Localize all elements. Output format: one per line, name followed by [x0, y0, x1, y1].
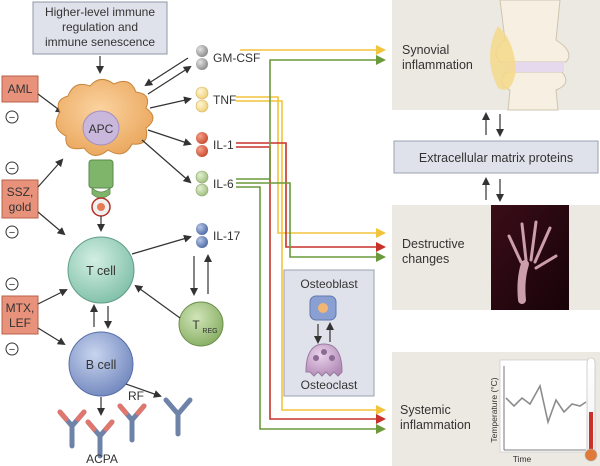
immune-regulation-box: Higher-level immune regulation and immun… — [32, 1, 168, 55]
ecm-updown-arrows-top — [482, 112, 504, 137]
inhibit-icon-mtx-tcell: − — [9, 279, 15, 291]
ecm-updown-arrows-bottom — [482, 177, 504, 202]
treg-label-main: T — [192, 318, 200, 332]
destructive-label-line1: Destructive — [402, 237, 465, 251]
knee-joint-illustration — [490, 0, 570, 111]
ecm-label: Extracellular matrix proteins — [419, 151, 573, 165]
tcell-bcell-arrows — [90, 304, 112, 329]
inhibit-icon-mtx-bcell: − — [9, 344, 15, 356]
antibody-icon — [117, 403, 147, 443]
temp-ylabel: Temperature (°C) — [489, 377, 499, 442]
systemic-label-line1: Systemic — [400, 403, 451, 417]
rf-label: RF — [128, 389, 144, 403]
ecm-box: Extracellular matrix proteins — [393, 140, 599, 174]
inhibit-icon-aml: − — [9, 112, 15, 124]
cytokine-il17: IL-17 — [196, 223, 241, 248]
antibodies: RF ACPA — [57, 383, 193, 466]
temperature-chart: Temperature (°C) Time — [489, 359, 593, 464]
destructive-label-line2: changes — [402, 252, 449, 266]
cytokine-il17-label: IL-17 — [213, 229, 241, 243]
antibody-icon — [57, 409, 87, 449]
drug-mtx-label-line2: LEF — [9, 316, 31, 330]
inhibit-icon-ssz-apc: − — [9, 163, 15, 175]
antibody-icon — [163, 397, 193, 437]
tcell-il17-arrows — [131, 234, 212, 296]
drug-mtx-lef: MTX, LEF — [1, 295, 39, 335]
thermometer-icon — [584, 357, 598, 462]
apc-cytokine-arrows — [141, 57, 192, 184]
osteoclast-cell — [305, 343, 343, 377]
treg-to-tcell-arrow — [134, 284, 181, 319]
b-cell-label: B cell — [86, 358, 117, 372]
cytokine-il6-label: IL-6 — [213, 177, 234, 191]
tcr-mhc-synapse — [88, 159, 114, 232]
cytokine-il1: IL-1 — [196, 132, 234, 157]
inhibit-icon-ssz-tcell: − — [9, 227, 15, 239]
antibody-icon — [85, 419, 115, 459]
drug-ssz-label-line2: gold — [9, 200, 32, 214]
cytokine-il1-label: IL-1 — [213, 138, 234, 152]
systemic-label-line2: inflammation — [400, 418, 471, 432]
treg-cell: T REG — [178, 301, 224, 347]
top-box-line3: immune senescence — [45, 35, 155, 49]
cytokine-tnf: TNF — [195, 86, 236, 113]
top-box-line2: regulation and — [62, 20, 138, 34]
pathway-arrows — [236, 45, 386, 434]
inhibit-symbols: − − − − − — [5, 110, 19, 356]
synovial-panel: Synovial inflammation — [392, 0, 600, 111]
osteoblast-label: Osteoblast — [300, 277, 358, 291]
synovial-label-line2: inflammation — [402, 58, 473, 72]
hand-xray-bones — [507, 220, 558, 304]
cytokine-il6: IL-6 — [195, 170, 234, 197]
drug-mtx-label-line1: MTX, — [6, 301, 35, 315]
acpa-label: ACPA — [86, 452, 118, 466]
systemic-panel: Systemic inflammation Temperature (°C) T… — [392, 352, 600, 466]
top-box-line1: Higher-level immune — [45, 5, 155, 19]
treg-label-sub: REG — [202, 328, 217, 335]
cytokine-gm-csf-label: GM-CSF — [213, 51, 260, 65]
drug-ssz-gold: SSZ, gold — [1, 179, 39, 219]
apc-cell: APC — [55, 79, 154, 156]
osteoclast-label: Osteoclast — [301, 378, 358, 392]
t-cell-label: T cell — [86, 264, 116, 278]
drug-ssz-label-line1: SSZ, — [7, 185, 34, 199]
synovial-label-line1: Synovial — [402, 43, 449, 57]
temp-xlabel: Time — [513, 454, 532, 464]
drug-aml: AML — [1, 75, 39, 103]
apc-label: APC — [89, 122, 114, 136]
b-cell: B cell — [68, 331, 134, 397]
cytokine-gm-csf: GM-CSF — [196, 45, 260, 70]
cytokine-tnf-label: TNF — [213, 93, 236, 107]
temperature-trace — [505, 383, 587, 425]
drug-arrows — [37, 93, 68, 346]
bone-panel: Osteoblast Osteoclast — [283, 269, 375, 397]
t-cell: T cell — [67, 236, 135, 304]
drug-aml-label: AML — [8, 82, 33, 96]
destructive-panel: Destructive changes — [392, 205, 600, 310]
